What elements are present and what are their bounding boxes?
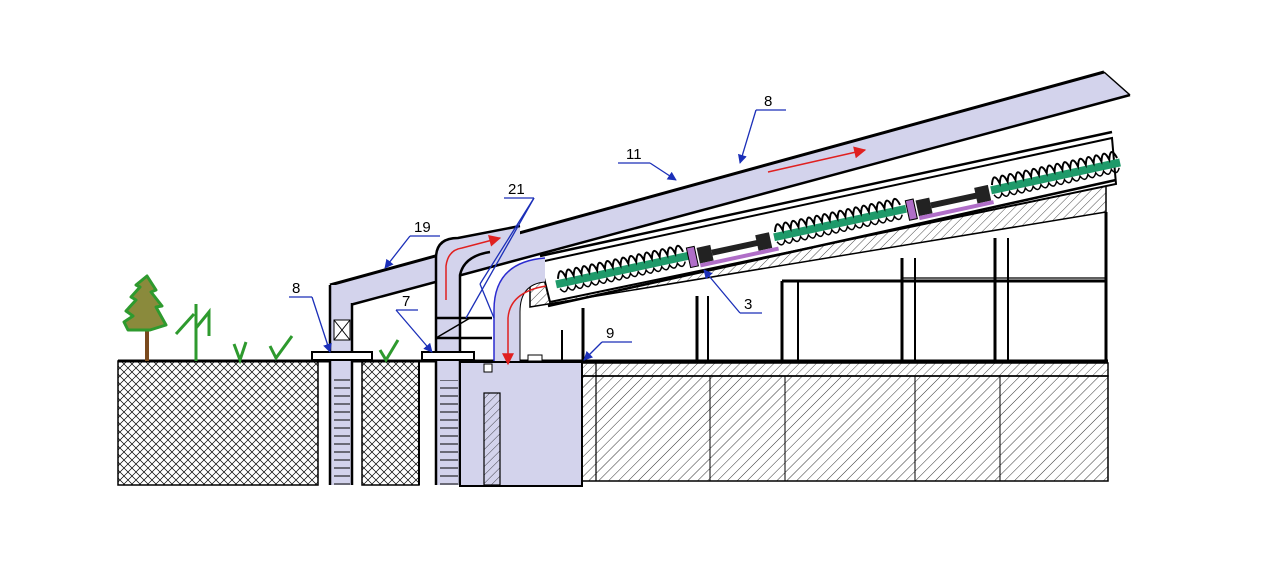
callouts: 8 11 21 19 8 7 3 9 (289, 93, 786, 361)
label-wall: 9 (606, 325, 614, 342)
chamber-filter (483, 392, 501, 486)
drive-coupling-1 (685, 232, 779, 269)
mid-well-flange (421, 351, 475, 361)
underground-chamber (459, 361, 583, 487)
label-inner-duct: 21 (508, 181, 525, 198)
duct-system (311, 70, 1131, 487)
auger-collector (538, 130, 1121, 308)
label-roof-layer: 11 (626, 146, 642, 163)
label-left-duct: 19 (414, 219, 431, 236)
grass-icon-1 (232, 341, 248, 365)
label-mid-well: 7 (402, 293, 410, 310)
plant-icon (174, 304, 211, 361)
vegetation (122, 274, 400, 365)
grass-icon-2 (268, 335, 294, 361)
flow-arrow-up (445, 234, 502, 300)
foundation-body (581, 375, 1109, 482)
label-top-duct: 8 (764, 93, 772, 110)
left-well-flange (311, 351, 373, 361)
soil-left (117, 360, 319, 486)
label-left-well: 8 (292, 280, 300, 297)
foundation (581, 362, 1109, 482)
label-collector: 3 (744, 296, 752, 313)
foundation-cap (581, 362, 1109, 377)
return-elbow-duct (494, 258, 545, 365)
auger-screw-3 (990, 150, 1121, 199)
roof-duct (330, 72, 1130, 305)
grass-icon-3 (378, 339, 400, 363)
air-flow-arrows (445, 146, 867, 366)
drive-coupling-2 (904, 184, 995, 221)
building-frame (581, 212, 1108, 361)
ground (117, 359, 1108, 486)
collector-housing (538, 136, 1118, 304)
flow-arrow-down (502, 285, 547, 366)
auger-screw-2 (773, 197, 907, 246)
soil-mid (361, 360, 420, 486)
auger-screw-1 (555, 244, 689, 293)
flow-arrow-roof (767, 146, 867, 173)
tree-icon (122, 274, 168, 361)
